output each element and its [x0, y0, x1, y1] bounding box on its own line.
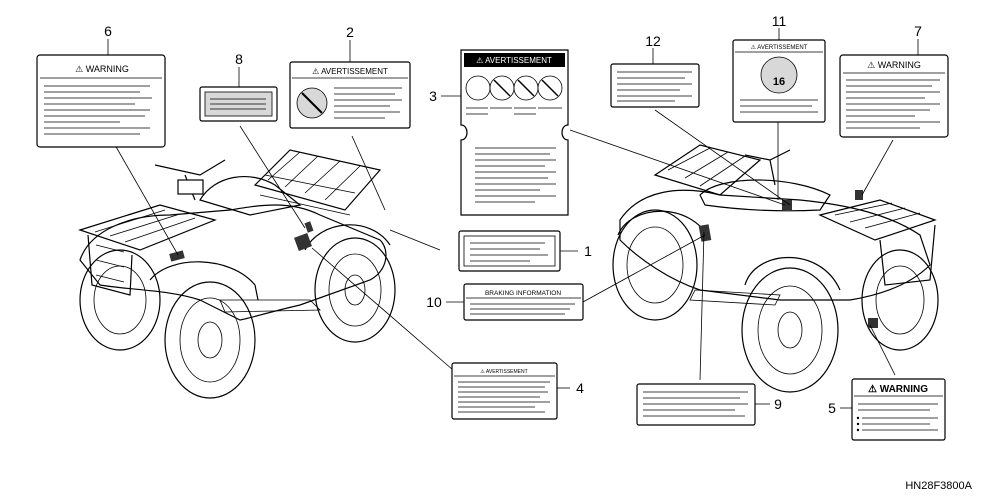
right-atv-illustration [612, 144, 939, 393]
label-10-braking-information: BRAKING INFORMATION [463, 283, 584, 321]
callout-7: 7 [914, 23, 922, 39]
callout-2: 2 [346, 24, 354, 40]
callout-8: 8 [235, 51, 243, 67]
label-4-title: AVERTISSEMENT [486, 369, 528, 375]
label-3-avertissement: ⚠ AVERTISSEMENT [460, 49, 569, 216]
callout-numbers: 6 8 2 3 1 10 4 12 11 7 9 5 [104, 13, 922, 416]
svg-text:⚠ WARNING: ⚠ WARNING [75, 64, 129, 74]
label-9 [636, 383, 756, 426]
callout-12: 12 [645, 33, 661, 49]
label-2-avertissement: ⚠ AVERTISSEMENT [289, 61, 411, 129]
label-7-warning: ⚠ WARNING [839, 54, 949, 138]
callout-11: 11 [772, 13, 787, 29]
svg-text:⚠ AVERTISSEMENT: ⚠ AVERTISSEMENT [751, 44, 808, 51]
leader-lines [114, 109, 896, 381]
svg-text:⚠ AVERTISSEMENT: ⚠ AVERTISSEMENT [480, 369, 527, 375]
label-11-title: AVERTISSEMENT [757, 45, 807, 51]
label-1 [458, 230, 561, 272]
callout-4: 4 [576, 380, 584, 396]
svg-text:⚠ WARNING: ⚠ WARNING [868, 384, 928, 395]
label-5-title: WARNING [880, 384, 929, 395]
label-3-title: AVERTISSEMENT [485, 56, 552, 65]
svg-text:⚠ AVERTISSEMENT: ⚠ AVERTISSEMENT [312, 67, 388, 76]
callout-5: 5 [828, 400, 836, 416]
callout-9: 9 [774, 396, 782, 412]
label-6-title: WARNING [86, 64, 129, 74]
label-10-title: BRAKING INFORMATION [485, 290, 561, 297]
label-8 [199, 86, 278, 122]
callout-3: 3 [429, 88, 437, 104]
left-atv-illustration [78, 149, 396, 399]
label-5-warning: ⚠ WARNING [851, 378, 946, 441]
label-4-avertissement: ⚠ AVERTISSEMENT [451, 362, 558, 420]
callout-6: 6 [104, 23, 112, 39]
svg-text:⚠ AVERTISSEMENT: ⚠ AVERTISSEMENT [476, 56, 552, 65]
label-12 [610, 63, 700, 108]
label-11-avertissement: ⚠ AVERTISSEMENT 16 [732, 39, 826, 123]
callout-1: 1 [584, 243, 592, 259]
callout-10: 10 [426, 294, 442, 310]
label-7-title: WARNING [878, 60, 921, 70]
label-11-age: 16 [773, 76, 785, 88]
svg-text:⚠ WARNING: ⚠ WARNING [867, 60, 921, 70]
label-6-warning: ⚠ WARNING [36, 54, 166, 148]
diagram-code: HN28F3800A [905, 480, 972, 492]
label-2-title: AVERTISSEMENT [321, 67, 388, 76]
